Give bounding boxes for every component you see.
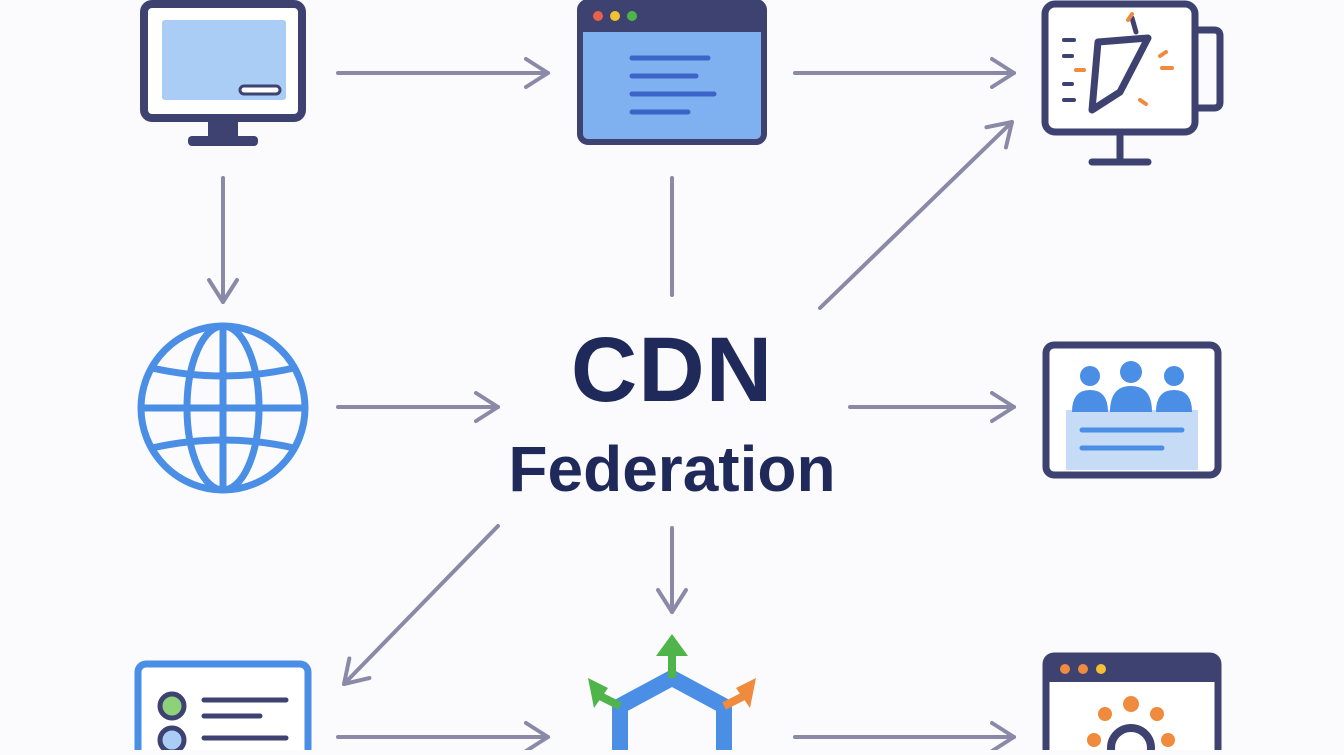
globe-icon (137, 322, 309, 494)
network-hub-icon (588, 634, 756, 755)
list-panel-icon (134, 660, 312, 755)
arrow-center-to-design (818, 120, 1014, 310)
settings-window-icon (1042, 652, 1222, 755)
title-cdn: CDN (570, 319, 774, 421)
design-monitor-icon (1041, 0, 1224, 166)
connector-arrows (207, 57, 1016, 753)
browser-window-icon (577, 0, 767, 145)
desktop-monitor-icon (140, 0, 306, 146)
team-display-icon (1042, 341, 1222, 479)
title-federation: Federation (508, 433, 836, 505)
arrow-center-to-list (342, 524, 500, 686)
